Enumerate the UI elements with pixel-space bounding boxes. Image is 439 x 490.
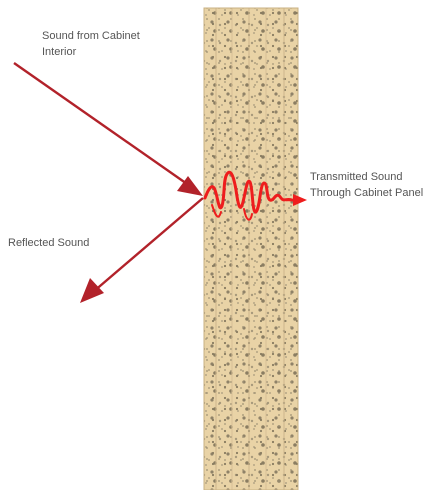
- cabinet-panel: [204, 8, 298, 490]
- incident-sound-label: Sound from Cabinet Interior: [42, 30, 143, 58]
- reflected-sound-arrow: [80, 198, 203, 303]
- reflected-sound-label: Reflected Sound: [8, 237, 89, 249]
- incident-sound-arrow: [14, 63, 203, 196]
- transmitted-sound-label: Transmitted Sound Through Cabinet Panel: [310, 171, 423, 199]
